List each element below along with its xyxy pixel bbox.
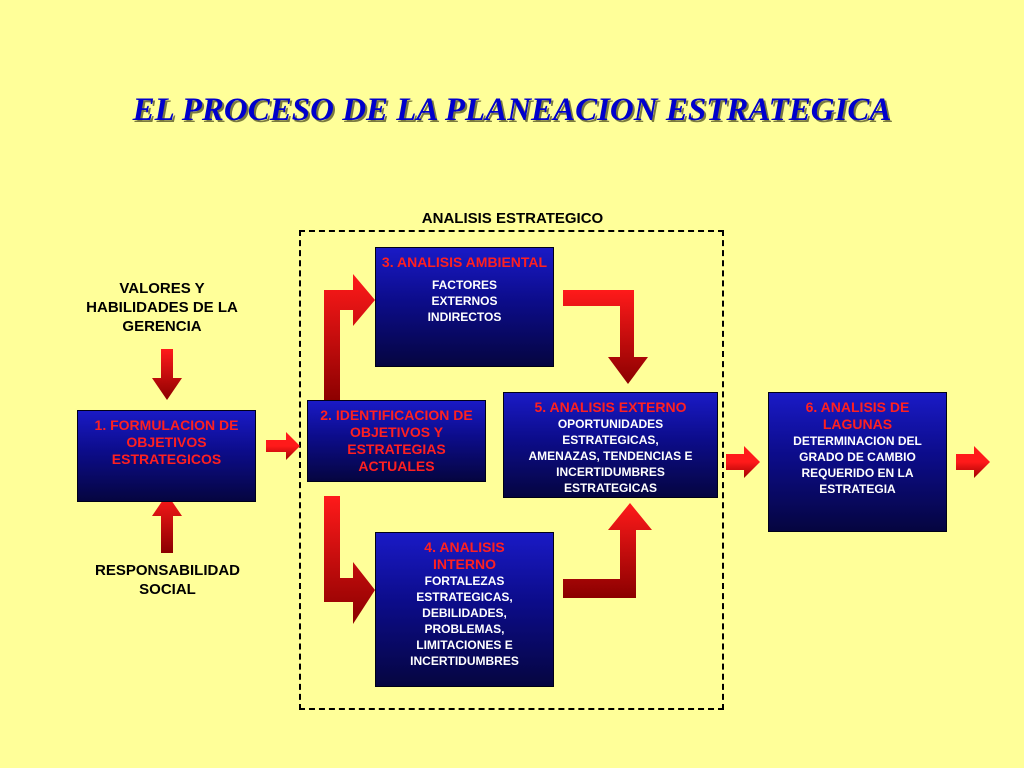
valores-label: VALORES Y HABILIDADES DE LA GERENCIA xyxy=(86,280,238,335)
box-6-analisis-lagunas: 6. ANALISIS DE LAGUNAS DETERMINACION DEL… xyxy=(768,392,947,532)
arrow-5-to-6 xyxy=(726,446,760,478)
valores-down-arrow xyxy=(152,349,182,400)
box-4-analisis-interno: 4. ANALISIS INTERNO FORTALEZAS ESTRATEGI… xyxy=(375,532,554,687)
box-4-heading: 4. ANALISIS INTERNO xyxy=(424,539,505,572)
arrow-2-to-4 xyxy=(324,496,375,624)
arrow-3-to-5 xyxy=(563,290,648,384)
page-title: EL PROCESO DE LA PLANEACION ESTRATEGICA xyxy=(132,92,892,128)
box-6-heading: 6. ANALISIS DE LAGUNAS xyxy=(805,399,910,432)
arrow-6-out xyxy=(956,446,990,478)
box-6-text: DETERMINACION DEL GRADO DE CAMBIO REQUER… xyxy=(793,434,922,496)
analisis-estrategico-label: ANALISIS ESTRATEGICO xyxy=(421,210,604,227)
box-5-text: OPORTUNIDADES ESTRATEGICAS, AMENAZAS, TE… xyxy=(528,417,693,495)
arrow-4-to-5 xyxy=(563,503,652,598)
box-4-text: FORTALEZAS ESTRATEGICAS, DEBILIDADES, PR… xyxy=(410,574,519,668)
box-2-identificacion: 2. IDENTIFICACION DE OBJETIVOS Y ESTRATE… xyxy=(307,400,486,482)
arrow-2-to-3 xyxy=(324,274,375,402)
box-2-heading: 2. IDENTIFICACION DE OBJETIVOS Y ESTRATE… xyxy=(320,407,473,474)
arrow-1-to-2 xyxy=(266,432,300,460)
box-3-analisis-ambiental: 3. ANALISIS AMBIENTAL FACTORES EXTERNOS … xyxy=(375,247,554,367)
box-1-formulacion: 1. FORMULACION DE OBJETIVOS ESTRATEGICOS xyxy=(77,410,256,502)
box-5-analisis-externo: 5. ANALISIS EXTERNO OPORTUNIDADES ESTRAT… xyxy=(503,392,718,498)
box-3-heading: 3. ANALISIS AMBIENTAL xyxy=(381,254,548,270)
box-1-heading: 1. FORMULACION DE OBJETIVOS ESTRATEGICOS xyxy=(94,417,239,467)
box-5-heading: 5. ANALISIS EXTERNO xyxy=(534,399,687,415)
responsabilidad-up-arrow xyxy=(152,494,182,553)
box-3-text: FACTORES EXTERNOS INDIRECTOS xyxy=(427,278,502,324)
analisis-estrategico-region xyxy=(299,230,724,710)
responsabilidad-label: RESPONSABILIDAD SOCIAL xyxy=(94,562,240,598)
